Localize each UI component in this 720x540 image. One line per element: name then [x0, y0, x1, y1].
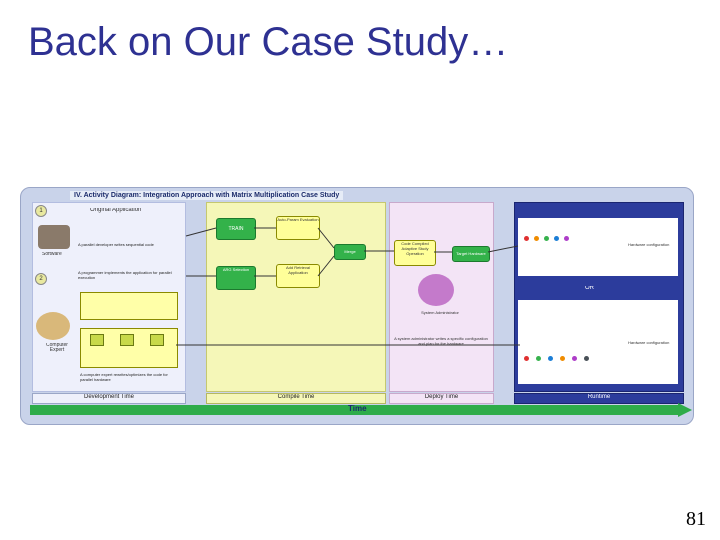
time-label: Time: [348, 404, 367, 413]
page-number: 81: [686, 508, 706, 531]
